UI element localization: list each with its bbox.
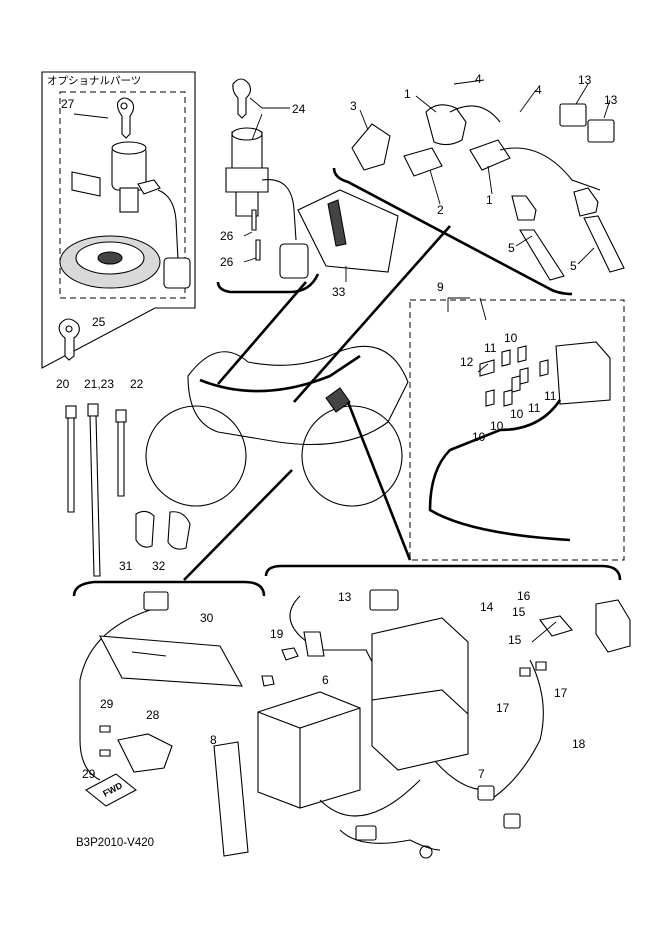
callout-17b: 17 <box>496 701 510 715</box>
callout-21-23: 21,23 <box>84 377 114 391</box>
bottom-left-zoom: FWD <box>72 580 266 807</box>
callout-leaders <box>73 79 611 643</box>
callout-14: 14 <box>480 600 494 614</box>
callout-19: 19 <box>270 627 284 641</box>
relay-13-top <box>559 103 615 143</box>
callout-30: 30 <box>200 611 214 625</box>
callout-15b: 15 <box>508 633 522 647</box>
optional-parts-label: オプショナルパーツ <box>47 75 141 87</box>
diagram-code: B3P2010-V420 <box>76 837 154 849</box>
callout-20: 20 <box>56 377 70 391</box>
callout-2: 2 <box>437 203 444 217</box>
callout-16: 16 <box>517 589 531 603</box>
callout-28: 28 <box>146 708 160 722</box>
callout-6: 6 <box>322 673 329 687</box>
motorcycle-outline <box>145 345 409 507</box>
callout-29b: 29 <box>82 767 96 781</box>
callout-4b: 4 <box>535 83 542 97</box>
zoom-leaders <box>183 225 451 581</box>
callout-33: 33 <box>332 285 346 299</box>
callout-5b: 5 <box>570 259 577 273</box>
callout-13b: 13 <box>604 93 618 107</box>
callout-12: 12 <box>460 355 474 369</box>
main-switch-group <box>216 78 320 294</box>
callout-25: 25 <box>92 315 106 329</box>
callout-24: 24 <box>292 102 306 116</box>
callout-10c: 10 <box>490 419 504 433</box>
fuse-box-zoom <box>409 297 625 561</box>
callout-11a: 11 <box>484 341 497 355</box>
callout-10d: 10 <box>472 430 486 444</box>
callout-4a: 4 <box>475 72 482 86</box>
callout-29a: 29 <box>100 697 114 711</box>
optional-parts-box: オプショナルパーツ <box>41 71 196 369</box>
callout-8: 8 <box>210 733 217 747</box>
callout-10a: 10 <box>504 331 518 345</box>
callout-numbers: 27 24 25 26 26 33 1 1 2 3 4 4 5 5 13 13 … <box>56 72 618 849</box>
callout-32: 32 <box>152 559 166 573</box>
callout-11b: 11 <box>528 401 541 415</box>
cable-tie-20 <box>65 405 77 513</box>
key-27 <box>116 97 135 139</box>
battery-zoom <box>213 564 631 859</box>
ignition-lock-optional <box>71 141 191 289</box>
clamp-31 <box>135 510 155 548</box>
clamp-32 <box>167 511 191 550</box>
callout-13c: 13 <box>338 590 352 604</box>
callout-9: 9 <box>437 280 444 294</box>
key-25 <box>58 318 80 361</box>
callout-31: 31 <box>119 559 133 573</box>
fuel-cap <box>59 235 161 289</box>
ignition-coil-group <box>332 104 625 296</box>
callout-13a: 13 <box>578 73 592 87</box>
cable-tie-21-23 <box>87 403 101 577</box>
callout-22: 22 <box>130 377 144 391</box>
callout-26b: 26 <box>220 255 234 269</box>
callout-1b: 1 <box>486 193 493 207</box>
callout-18: 18 <box>572 737 586 751</box>
callout-11c: 11 <box>544 389 557 403</box>
callout-3: 3 <box>350 99 357 113</box>
callout-7: 7 <box>478 767 485 781</box>
callout-26a: 26 <box>220 229 234 243</box>
owner-manual-33 <box>297 189 399 273</box>
callout-17a: 17 <box>554 686 568 700</box>
callout-5a: 5 <box>508 241 515 255</box>
callout-1a: 1 <box>404 87 411 101</box>
callout-10b: 10 <box>510 407 524 421</box>
callout-27: 27 <box>61 97 75 111</box>
cable-tie-22 <box>115 409 127 497</box>
callout-15a: 15 <box>512 605 526 619</box>
